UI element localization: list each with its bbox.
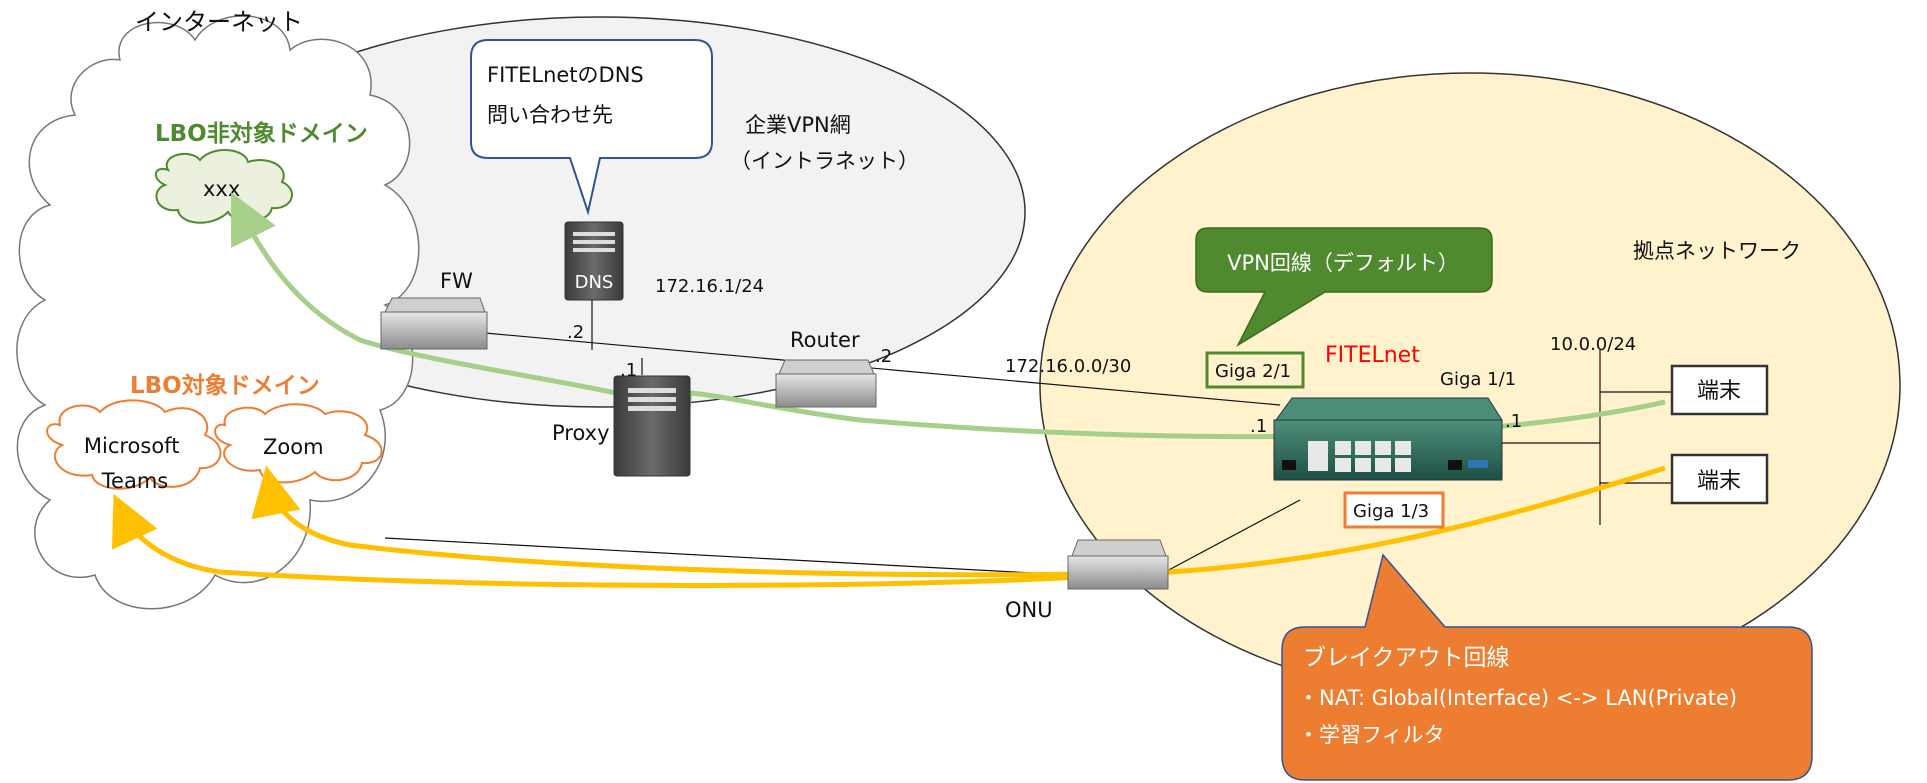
breakout-callout-bubble [1281,553,1813,781]
fitelnet-label: FITELnet [1325,343,1420,368]
xxx-domain-label: xxx [203,177,240,201]
router-label: Router [790,328,860,352]
dns-callout-line2: 問い合わせ先 [487,103,613,127]
fitelnet-lan-ip: .1 [1505,411,1522,432]
port-breakout-box [1343,491,1445,529]
dns-ip-label: .2 [567,322,584,343]
zoom-label: Zoom [263,435,324,459]
breakout-path-zoom [251,465,1171,578]
proxy-label: Proxy [552,421,610,445]
dns-callout-bubble [470,39,713,216]
breakout-callout-title: ブレイクアウト回線 [1303,645,1510,671]
breakout-callout-item-2: ・学習フィルタ [1298,723,1445,747]
breakout-path-teams [111,465,1666,588]
internet-cloud [16,15,420,610]
branch-title: 拠点ネットワーク [1633,239,1801,263]
vpn-callout-bubble [1195,227,1493,348]
fitelnet-wan-ip: .1 [1250,416,1267,437]
breakout-callout-item-1: ・NAT: Global(Interface) <-> LAN(Private) [1298,686,1737,710]
vpn-callout-label: VPN回線（デフォルト） [1227,251,1459,275]
proxy-ip-label: .1 [620,360,637,381]
proxy-server [613,375,691,477]
dns-server: DNS [564,221,624,301]
router-ip-label: .2 [875,346,892,367]
lbo-excluded-title: LBO非対象ドメイン [155,120,368,147]
corporate-vpn-subnet: 172.16.1/24 [655,276,764,297]
corporate-vpn-title: 企業VPN網 [745,113,851,137]
microsoft-teams-cloud [46,399,222,490]
onu-label: ONU [1005,598,1053,622]
corporate-vpn-subtitle: （イントラネット） [730,149,919,173]
port-lan-label: Giga 1/1 [1440,369,1516,390]
terminal-1: 端末 [1670,364,1769,416]
router-device [775,359,877,408]
dns-server-label: DNS [575,272,614,293]
fw-label: FW [440,269,473,293]
internet-title: インターネット [135,8,303,36]
port-breakout-label: Giga 1/3 [1353,501,1429,522]
port-vpn-box [1205,351,1305,389]
microsoft-teams-label: Microsoft Teams [84,434,186,493]
terminal-2: 端末 [1670,453,1769,505]
port-vpn-label: Giga 2/1 [1215,361,1291,382]
wan-subnet-label: 172.16.0.0/30 [1005,356,1131,377]
onu-device [1067,539,1169,590]
dns-callout-line1: FITELnetのDNS [487,63,644,87]
lbo-target-title: LBO対象ドメイン [130,372,320,399]
terminal-2-label: 端末 [1697,469,1741,494]
fw-device [380,297,488,350]
fitelnet-device [1273,397,1503,481]
lan-subnet-label: 10.0.0/24 [1550,334,1636,355]
network-links [384,300,1680,581]
zoom-cloud [214,403,383,484]
terminal-1-label: 端末 [1697,379,1741,404]
